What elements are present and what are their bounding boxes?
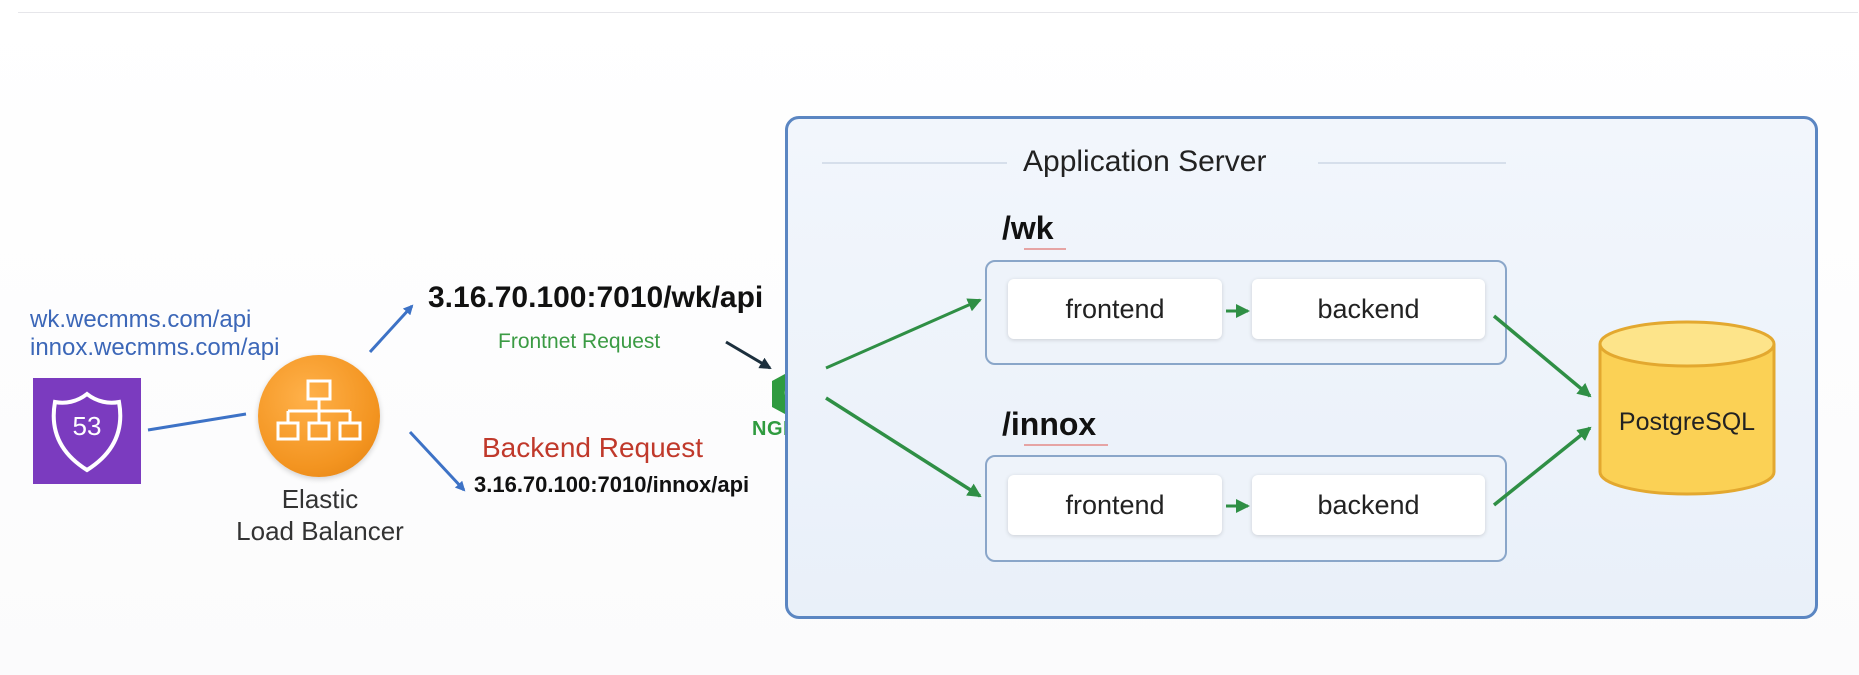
- elb-to-wk-arrow: [368, 304, 414, 354]
- postgresql-label: PostgreSQL: [1618, 408, 1756, 436]
- load-balancer-label: Elastic Load Balancer: [215, 483, 425, 547]
- route53-icon: 53: [33, 378, 141, 484]
- dns-innox: innox.wecmms.com/api: [30, 334, 280, 361]
- load-balancer-label-line1: Elastic: [281, 484, 359, 514]
- innox-backend-box: backend: [1252, 475, 1485, 535]
- nginx-to-innox-arrow: [825, 396, 982, 498]
- frontend-request-label: Frontnet Request: [498, 330, 661, 353]
- route-title-innox: /innox: [1002, 406, 1097, 442]
- innox-backend-to-db-arrow: [1492, 426, 1592, 507]
- title-rule-left: [822, 162, 1007, 164]
- wk-frontend-box: frontend: [1008, 279, 1222, 339]
- route53-to-elb-line: [147, 412, 247, 432]
- route-title-innox-underline: [1024, 444, 1108, 446]
- backend-request-label: Backend Request: [482, 432, 704, 463]
- nginx-to-wk-arrow: [825, 298, 982, 370]
- top-border: [18, 12, 1858, 13]
- elb-to-innox-arrow: [408, 430, 466, 492]
- innox-request-url: 3.16.70.100:7010/innox/api: [474, 472, 750, 497]
- wk-request-url: 3.16.70.100:7010/wk/api: [428, 281, 764, 314]
- postgresql-database-icon: PostgreSQL: [1592, 316, 1782, 502]
- wk-url-to-nginx-arrow: [725, 340, 772, 370]
- application-server-title: Application Server: [1023, 145, 1267, 178]
- route-title-wk-underline: [1024, 248, 1066, 250]
- title-rule-right: [1318, 162, 1506, 164]
- load-balancer-icon: [258, 355, 380, 477]
- wk-backend-box: backend: [1252, 279, 1485, 339]
- dns-wk: wk.wecmms.com/api: [30, 306, 252, 333]
- wk-backend-to-db-arrow: [1492, 314, 1592, 398]
- innox-frontend-box: frontend: [1008, 475, 1222, 535]
- load-balancer-label-line2: Load Balancer: [236, 516, 404, 546]
- route53-number: 53: [72, 411, 102, 441]
- route-title-wk: /wk: [1002, 210, 1054, 246]
